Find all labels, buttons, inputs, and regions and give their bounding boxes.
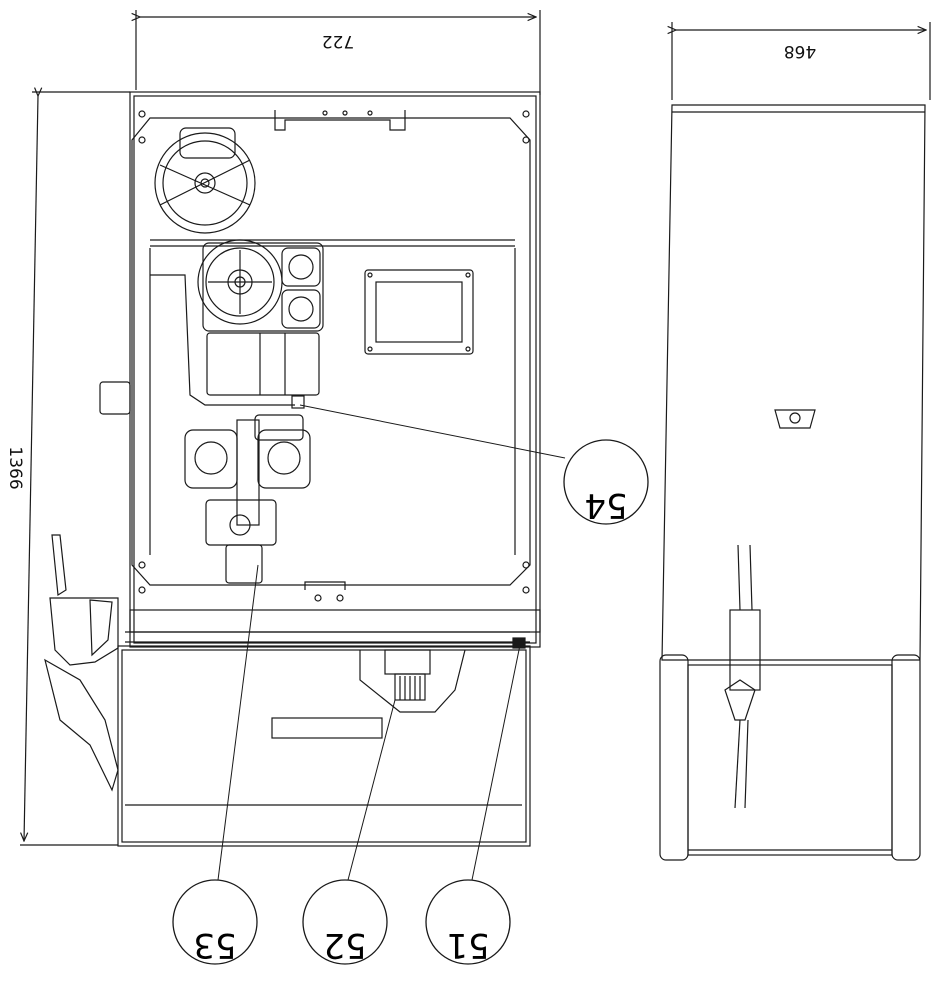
svg-text:51: 51 xyxy=(446,925,489,965)
callout-52: 52 xyxy=(302,879,388,965)
dimension-front-height xyxy=(20,92,130,846)
svg-text:1366: 1366 xyxy=(5,446,25,489)
dimension-side-depth xyxy=(672,22,931,100)
svg-text:52: 52 xyxy=(323,925,366,965)
dimension-front-width xyxy=(136,10,541,95)
motor xyxy=(154,127,256,234)
callout-54: 54 xyxy=(563,439,649,525)
dim-label-side-depth: 468 xyxy=(784,41,816,61)
front-view xyxy=(44,91,541,847)
inspection-window xyxy=(364,269,474,355)
dim-label-front-height: 1366 xyxy=(5,446,25,489)
svg-text:468: 468 xyxy=(784,41,816,61)
svg-text:53: 53 xyxy=(193,925,236,965)
callout-51: 51 xyxy=(425,879,511,965)
dim-label-front-width: 722 xyxy=(322,31,354,51)
side-view xyxy=(659,104,926,861)
leader-lines xyxy=(217,404,566,881)
pump xyxy=(197,239,324,409)
svg-text:722: 722 xyxy=(322,31,354,51)
svg-text:54: 54 xyxy=(584,485,627,525)
meter-assembly xyxy=(184,414,311,584)
callout-53: 53 xyxy=(172,879,258,965)
nozzle xyxy=(44,534,119,792)
